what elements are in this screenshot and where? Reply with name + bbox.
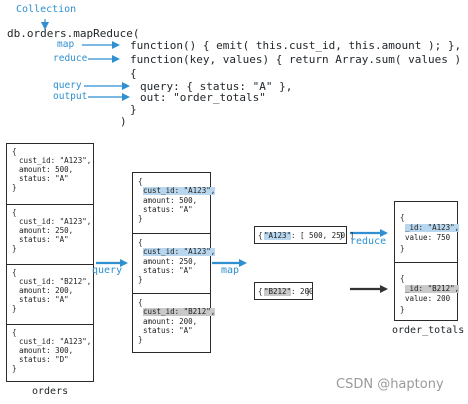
pair-open-brace: {	[258, 231, 263, 240]
order-document: { cust_id: "A123", amount: 250, status: …	[7, 204, 93, 264]
doc-cust-id: cust_id: "B212",	[143, 307, 216, 316]
filtered-document: { cust_id: "B212", amount: 200, status: …	[133, 293, 216, 354]
reduce-arrow-label: reduce	[350, 236, 387, 247]
doc-status: status: "A"	[19, 174, 69, 183]
code-line-mapreduce: db.orders.mapReduce(	[7, 27, 140, 40]
doc-status: status: "D"	[19, 355, 69, 364]
pair-open-brace: {	[258, 287, 263, 296]
order-total-document: { _id: "A123", value: 750 }	[400, 213, 460, 253]
doc-status: status: "A"	[143, 326, 193, 335]
doc-status: status: "A"	[143, 266, 193, 275]
doc-amount: amount: 250,	[19, 226, 74, 235]
output-label: output	[53, 91, 88, 102]
pair-values: : 200	[291, 287, 314, 296]
code-line-out: out: "order_totals"	[140, 91, 266, 104]
doc-amount: amount: 250,	[143, 257, 198, 266]
doc-cust-id: cust_id: "A123",	[19, 337, 92, 346]
code-line-query: query: { status: "A" },	[140, 80, 293, 93]
mapped-pair-a123: { "A123" : [ 500, 250 ] }	[254, 226, 354, 244]
code-line-close-paren: )	[120, 115, 127, 128]
mapped-pair-b212: { "B212" : 200 }	[254, 282, 314, 300]
doc-value: value: 750	[405, 233, 451, 242]
doc-status: status: "A"	[143, 205, 193, 214]
pair-key: "A123"	[264, 231, 292, 240]
doc-status: status: "A"	[19, 235, 69, 244]
pair-close-brace: }	[339, 231, 344, 240]
doc-amount: amount: 300,	[19, 346, 74, 355]
doc-id: _id: "A123",	[405, 223, 460, 232]
query-arrow-label: query	[92, 265, 123, 276]
doc-status: status: "A"	[19, 295, 69, 304]
order-document: { cust_id: "B212", amount: 200, status: …	[7, 264, 93, 324]
query-label: query	[53, 80, 82, 91]
order-totals-caption: order_totals	[392, 325, 465, 336]
filtered-documents: { cust_id: "A123", amount: 500, status: …	[132, 172, 216, 354]
orders-caption: orders	[32, 386, 69, 397]
doc-id: _id: "B212",	[405, 284, 460, 293]
order-totals-collection: { _id: "A123", value: 750 } { _id: "B212…	[394, 201, 460, 322]
doc-amount: amount: 200,	[143, 317, 198, 326]
doc-amount: amount: 500,	[19, 165, 74, 174]
code-line-reduce-function: function(key, values) { return Array.sum…	[130, 53, 468, 66]
code-line-open-brace: {	[130, 67, 137, 80]
doc-value: value: 200	[405, 294, 451, 303]
doc-cust-id: cust_id: "B212",	[19, 277, 92, 286]
filtered-document: { cust_id: "A123", amount: 500, status: …	[138, 177, 216, 223]
map-label: map	[57, 39, 75, 50]
watermark: CSDN @haptony	[336, 377, 444, 392]
doc-cust-id: cust_id: "A123",	[143, 186, 216, 195]
filtered-document: { cust_id: "A123", amount: 250, status: …	[133, 233, 216, 293]
collection-label: Collection	[16, 4, 77, 15]
order-document: { cust_id: "A123", amount: 300, status: …	[7, 324, 93, 383]
doc-amount: amount: 200,	[19, 286, 74, 295]
pair-key: "B212"	[264, 287, 292, 296]
code-line-map-function: function() { emit( this.cust_id, this.am…	[130, 39, 462, 52]
reduce-label: reduce	[53, 53, 88, 64]
order-total-document: { _id: "B212", value: 200 }	[395, 262, 460, 322]
doc-cust-id: cust_id: "A123",	[19, 156, 92, 165]
code-line-close-brace: }	[130, 103, 137, 116]
orders-collection: { cust_id: "A123", amount: 500, status: …	[6, 143, 94, 382]
doc-cust-id: cust_id: "A123",	[143, 247, 216, 256]
pair-close-brace: }	[306, 287, 311, 296]
pair-values: : [ 500, 250 ]	[291, 231, 355, 240]
map-arrow-label: map	[221, 265, 240, 276]
doc-amount: amount: 500,	[143, 196, 198, 205]
order-document: { cust_id: "A123", amount: 500, status: …	[12, 147, 92, 192]
doc-cust-id: cust_id: "A123",	[19, 217, 92, 226]
